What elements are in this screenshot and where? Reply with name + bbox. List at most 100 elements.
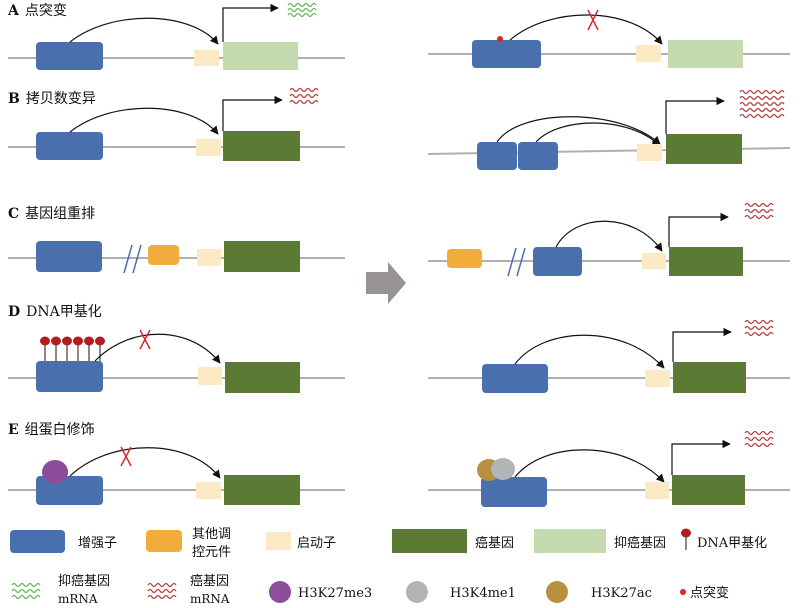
panel-e-title: 组蛋白修饰	[25, 422, 95, 438]
legend-onc-mrna-label-1: 癌基因	[190, 573, 229, 589]
legend-tsg-mrna-label-2: mRNA	[58, 592, 98, 606]
promoter-block	[645, 482, 669, 499]
blocked-arrow	[69, 447, 221, 479]
other-element-block	[148, 245, 179, 265]
tumor-suppressor-block	[223, 42, 298, 70]
transition-arrow-icon	[366, 262, 406, 304]
block-x-icon	[587, 9, 599, 31]
blocked-arrow	[509, 14, 663, 45]
methylation-marks	[40, 336, 105, 361]
panel-d: D DNA甲基化	[8, 303, 790, 393]
enhancer-block	[533, 247, 582, 276]
other-element-block	[447, 249, 482, 268]
break-marks	[123, 244, 142, 274]
promoter-block	[637, 144, 662, 161]
legend-onc-mrna-label-2: mRNA	[190, 592, 230, 606]
oncogene-block	[224, 475, 300, 505]
enhancer-block	[36, 361, 103, 392]
regulation-arrow	[496, 116, 661, 145]
oncogene-block	[225, 362, 300, 393]
panel-d-title: DNA甲基化	[26, 303, 102, 320]
regulation-arrow	[514, 449, 665, 483]
legend-h3k27me3-swatch	[269, 581, 291, 603]
legend-point-mutation-icon	[680, 589, 686, 595]
panel-e-letter: E	[8, 422, 19, 438]
promoter-block	[196, 139, 221, 156]
point-mutation-icon	[497, 36, 503, 42]
legend-other-label-1: 其他调	[192, 527, 231, 542]
enhancer-block	[481, 477, 547, 507]
onc-mrna-icon	[744, 202, 774, 220]
legend-oncogene-swatch	[392, 529, 467, 553]
enhancer-copy-1	[477, 142, 517, 170]
block-x-icon	[120, 446, 132, 467]
legend-point-mutation-label: 点突变	[690, 585, 729, 601]
promoter-block	[194, 50, 219, 66]
oncogene-block	[669, 247, 743, 276]
oncogene-block	[224, 241, 300, 272]
break-marks	[507, 247, 526, 277]
enhancer-copy-2	[518, 142, 558, 170]
legend-h3k27me3-label: H3K27me3	[298, 586, 372, 601]
legend-enhancer-label: 增强子	[78, 536, 117, 551]
regulation-arrow	[69, 107, 219, 135]
transcription-arrow	[671, 439, 731, 475]
panel-d-letter: D	[8, 304, 20, 320]
promoter-block	[198, 367, 222, 385]
enhancer-block	[36, 132, 103, 160]
legend-promoter-swatch	[266, 532, 291, 550]
panel-e: E 组蛋白修饰	[8, 422, 790, 507]
h3k4me1-mark	[491, 458, 515, 480]
regulation-arrow	[555, 220, 663, 252]
legend-h3k4me1-swatch	[406, 581, 428, 603]
onc-mrna-icon	[744, 430, 774, 448]
panel-c: C 基因组重排	[8, 202, 790, 277]
legend-dna-methylation-label: DNA甲基化	[697, 536, 767, 551]
onc-mrna-icon-amplified	[739, 89, 785, 119]
legend-other-swatch	[146, 530, 182, 552]
transcription-arrow	[668, 212, 729, 247]
legend-tsg-mrna-icon	[11, 582, 41, 600]
legend-h3k27ac-swatch	[546, 581, 568, 603]
legend-enhancer-swatch	[10, 530, 65, 553]
panel-a: A 点突变	[7, 2, 790, 70]
block-x-icon	[139, 329, 151, 350]
enhancer-block	[482, 364, 548, 393]
oncogene-block	[672, 475, 745, 505]
onc-mrna-icon	[744, 319, 774, 337]
legend: 增强子 其他调 控元件 启动子 癌基因 抑癌基因 DNA甲基化 抑癌基因 mRN…	[10, 527, 767, 606]
transcription-arrow	[665, 96, 725, 134]
legend-h3k27ac-label: H3K27ac	[591, 586, 652, 601]
h3k27me3-mark	[42, 460, 68, 484]
promoter-block	[645, 370, 670, 387]
tsg-mrna-icon	[287, 2, 317, 18]
regulation-arrow	[69, 17, 219, 45]
onc-mrna-icon	[289, 87, 319, 105]
transcription-arrow	[222, 95, 283, 131]
legend-other-label-2: 控元件	[192, 545, 231, 560]
oncogene-block	[673, 362, 746, 393]
legend-tumor-suppressor-swatch	[534, 529, 606, 553]
oncogene-block	[223, 131, 300, 161]
enhancer-block	[36, 42, 103, 70]
panel-c-letter: C	[8, 206, 19, 222]
blocked-arrow	[94, 333, 221, 364]
legend-h3k4me1-label: H3K4me1	[450, 586, 516, 601]
regulation-arrow	[514, 334, 665, 369]
panel-c-title: 基因组重排	[25, 205, 95, 222]
legend-promoter-label: 启动子	[297, 536, 336, 551]
panel-b-letter: B	[8, 91, 20, 107]
panel-a-letter: A	[7, 3, 20, 19]
transcription-arrow	[222, 3, 279, 42]
promoter-block	[636, 45, 661, 62]
legend-tsg-mrna-label-1: 抑癌基因	[58, 573, 110, 589]
legend-tumor-suppressor-label: 抑癌基因	[614, 535, 666, 551]
panel-a-title: 点突变	[25, 3, 67, 19]
